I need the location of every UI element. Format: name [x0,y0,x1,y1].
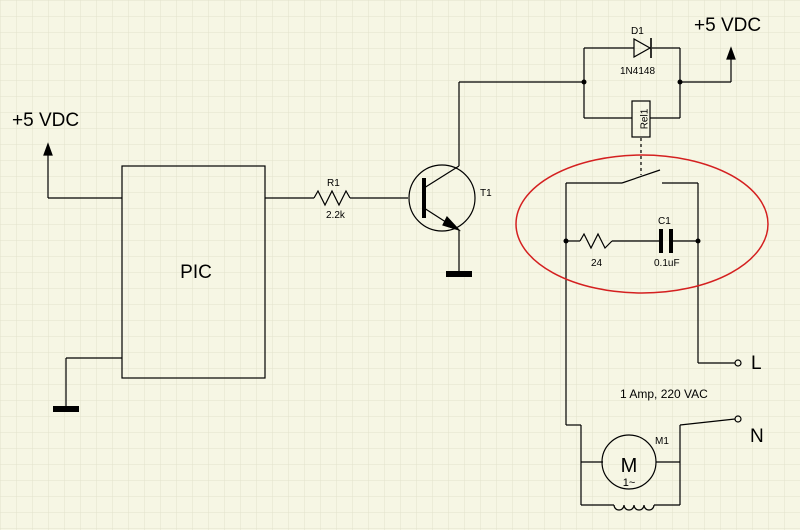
vcc-right-label: +5 VDC [694,15,761,36]
c1-value: 0.1uF [654,258,680,269]
resistor-r1 [313,189,351,207]
d1-name: D1 [631,26,644,37]
motor-wiring [566,415,742,506]
snubber-network [563,183,701,425]
line-terminal-L [698,359,742,367]
line-N-label: N [750,426,764,447]
c1-name: C1 [658,216,671,227]
ground-t1 [446,230,472,277]
relay-coil [631,100,651,138]
highlight-ellipse [515,154,769,294]
diode-d1 [633,37,652,59]
motor-m1 [601,434,657,490]
motor-symbol: M [621,455,638,477]
line-L-label: L [751,353,762,374]
pic-block [121,165,266,379]
vcc-right-symbol [680,46,736,83]
r1-name: R1 [327,178,340,189]
ground-left [53,357,122,412]
pic-label: PIC [180,262,212,283]
transistor-t1 [408,164,476,232]
d1-value: 1N4148 [620,66,655,77]
r1-value: 2.2k [326,210,346,221]
vcc-left-label: +5 VDC [12,110,79,131]
motor-winding-inductor [613,504,655,511]
relay-name: Rel1 [640,108,651,129]
snubber-r-value: 24 [591,258,603,269]
relay-contact [566,169,698,184]
motor-phase: 1~ [623,477,636,489]
m1-name: M1 [655,436,669,447]
vcc-left-symbol [43,142,53,198]
t1-name: T1 [480,188,492,199]
load-rating: 1 Amp, 220 VAC [620,387,708,401]
diode-relay-network [581,47,683,119]
